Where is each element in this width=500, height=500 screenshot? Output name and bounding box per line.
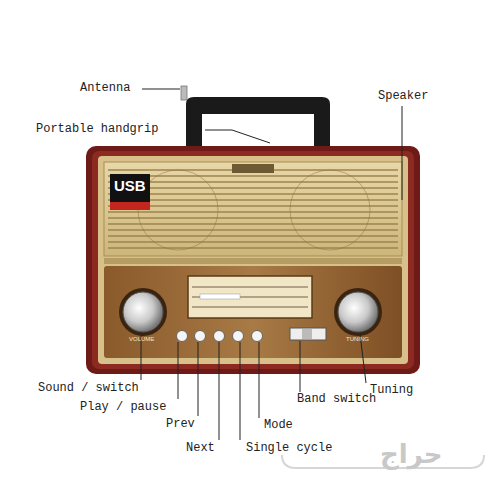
knob-label: TUNING [346,336,369,343]
callout-label: Antenna [80,82,130,95]
callout-label: Band switch [297,393,376,406]
callout-label: Tuning [370,384,413,397]
callout-label: Sound / switch [38,382,139,395]
usb-badge-text: USB [114,178,146,195]
callout-label: Play / pause [80,401,166,414]
callout-label: Speaker [378,90,428,103]
callout-label: Next [186,442,215,455]
knob-label: VOLUME [129,336,154,343]
callout-label: Mode [264,419,293,432]
watermark: حراج [380,440,443,469]
callout-label: Prev [166,418,195,431]
callout-label: Portable handgrip [36,123,158,136]
callout-label: Single cycle [246,442,332,455]
